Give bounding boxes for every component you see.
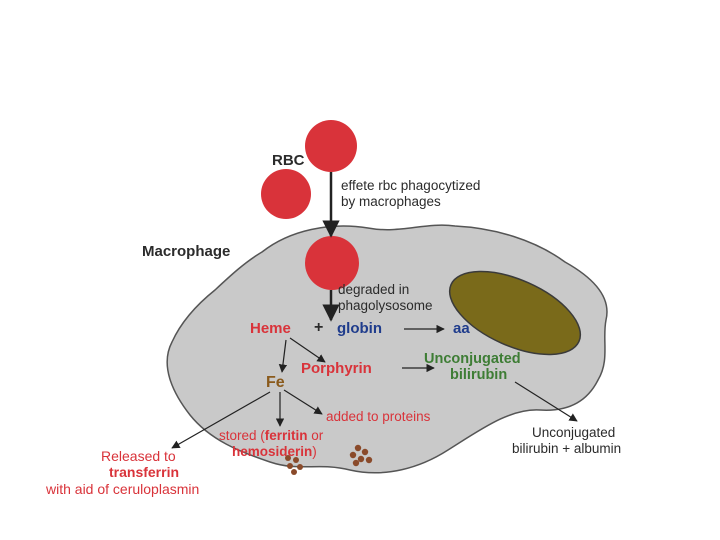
ferritin-term: ferritin <box>264 428 308 443</box>
released-line1: Released to <box>101 448 176 464</box>
stored-label-line2: hemosiderin) <box>232 444 317 460</box>
step1-text-line1: effete rbc phagocytized <box>341 178 481 193</box>
added-to-proteins-label: added to proteins <box>326 409 431 424</box>
fe-label: Fe <box>266 374 285 391</box>
macrophage-label: Macrophage <box>142 243 231 260</box>
arrow-fe-proteins <box>283 389 323 415</box>
stored-label-line1: stored (ferritin or <box>219 428 323 444</box>
arrow-fe-released <box>171 391 271 449</box>
stored-prefix: stored ( <box>219 428 265 443</box>
iron-granules-left <box>285 455 303 475</box>
unconjugated-bilirubin-line1: Unconjugated <box>424 351 521 367</box>
arrow-heme-porphyrin <box>289 337 326 363</box>
hemosiderin-term: hemosiderin <box>232 444 313 459</box>
aa-label: aa <box>453 320 470 337</box>
step2-text-line2: phagolysosome <box>338 298 433 313</box>
heme-label: Heme <box>250 320 291 337</box>
step2-text-line1: degraded in <box>338 282 410 297</box>
stored-suffix: ) <box>312 444 317 459</box>
arrow-heme-fe <box>278 339 288 373</box>
released-line3: with aid of ceruloplasmin <box>46 481 200 497</box>
porphyrin-label: Porphyrin <box>301 360 372 377</box>
plus-sign: + <box>314 319 324 336</box>
rbc-left <box>261 169 311 219</box>
step1-text-line2: by macrophages <box>341 194 441 209</box>
albumin-line2: bilirubin + albumin <box>512 441 622 456</box>
rbc-top <box>305 120 357 172</box>
iron-granules-right <box>349 444 373 467</box>
arrow-bilirubin-albumin <box>514 381 578 422</box>
rbc-inside <box>305 236 359 290</box>
albumin-line1: Unconjugated <box>532 425 616 440</box>
rbc-label: RBC <box>272 152 305 169</box>
organelle <box>448 270 582 356</box>
transferrin-label: transferrin <box>109 464 180 480</box>
globin-label: globin <box>337 320 382 337</box>
unconjugated-bilirubin-line2: bilirubin <box>450 367 508 383</box>
stored-or: or <box>307 428 324 443</box>
